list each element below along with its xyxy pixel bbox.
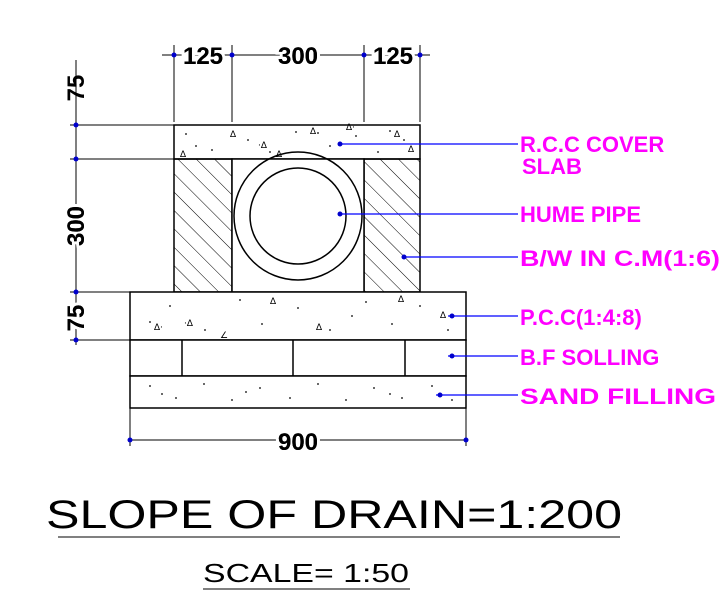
pcc-concrete-texture: ∆· ·∆ ∠ ∆ ∆ ∆ ∆: [149, 295, 449, 341]
svg-text:∆: ∆: [397, 295, 405, 305]
label-hume-pipe: HUME PIPE: [520, 202, 641, 227]
svg-text:∆: ∆: [179, 150, 187, 160]
dim-left-bottom-bg: 75: [63, 305, 90, 332]
dim-top-left: 125: [183, 43, 223, 70]
label-pcc: P.C.C(1:4:8): [520, 305, 642, 330]
svg-text:∆·: ∆·: [153, 323, 163, 333]
left-dimension: [70, 60, 174, 345]
left-brick-wall: [173, 158, 233, 293]
dim-bottom: 900: [278, 429, 318, 456]
dim-top-mid: 300: [278, 43, 318, 70]
dim-top-right: 125: [373, 43, 413, 70]
label-rcc-cover-slab-line2: SLAB: [522, 154, 582, 179]
dim-top-right-bg: 125: [373, 43, 413, 70]
hume-pipe-inner: [249, 167, 347, 265]
svg-text:∠: ∠: [220, 331, 228, 341]
svg-text:∆: ∆: [315, 323, 323, 333]
left-dimension-ticks: [73, 122, 79, 343]
label-sand-filling: SAND FILLING: [520, 384, 716, 409]
leader-dots: [337, 141, 455, 398]
dim-bottom-bg: 900: [278, 429, 318, 456]
svg-text:∆·: ∆·: [345, 123, 355, 133]
material-labels: R.C.C COVER SLAB HUME PIPE B/W IN C.M(1:…: [520, 132, 720, 409]
drain-slope-title: SLOPE OF DRAIN=1:200: [46, 493, 622, 537]
right-brick-wall: [363, 158, 421, 293]
drain-cavity: [231, 158, 365, 293]
dim-left-mid-bg: 300: [63, 206, 90, 246]
svg-text:∆: ∆: [269, 297, 277, 307]
label-rcc-cover-slab-line1: R.C.C COVER: [520, 132, 664, 157]
svg-text:∆: ∆: [393, 130, 401, 140]
svg-text:∆: ∆: [309, 127, 317, 137]
svg-text:∆: ∆: [407, 145, 415, 155]
dim-top-left-text: 125: [183, 43, 223, 70]
svg-text:·∆: ·∆: [258, 141, 268, 151]
bf-solling-joints: [181, 340, 406, 376]
rcc-cover-slab: [173, 124, 421, 160]
dim-left-mid: 300: [63, 206, 90, 246]
bf-solling: [129, 339, 467, 377]
hume-pipe-outer: [233, 151, 363, 281]
dim-left-top: 75: [63, 75, 90, 102]
sand-filling: [129, 375, 467, 409]
svg-text:∆: ∆: [439, 311, 447, 321]
svg-text:·∆: ·∆: [184, 319, 194, 329]
label-bf-solling: B.F SOLLING: [520, 345, 659, 370]
top-dimension-ticks: [171, 52, 423, 58]
label-brick-wall: B/W IN C.M(1:6): [520, 246, 720, 271]
top-dimension: [162, 45, 430, 122]
label-leaders: [340, 143, 518, 396]
dim-left-bottom: 75: [63, 305, 90, 332]
svg-text:∆: ∆: [229, 130, 237, 140]
dim-top-mid-bg: 300: [278, 43, 318, 70]
bottom-dimension-ticks: [127, 437, 469, 443]
sand-texture: [149, 383, 453, 401]
pcc-base: [129, 291, 467, 341]
scale-note: SCALE= 1:50: [203, 558, 409, 588]
